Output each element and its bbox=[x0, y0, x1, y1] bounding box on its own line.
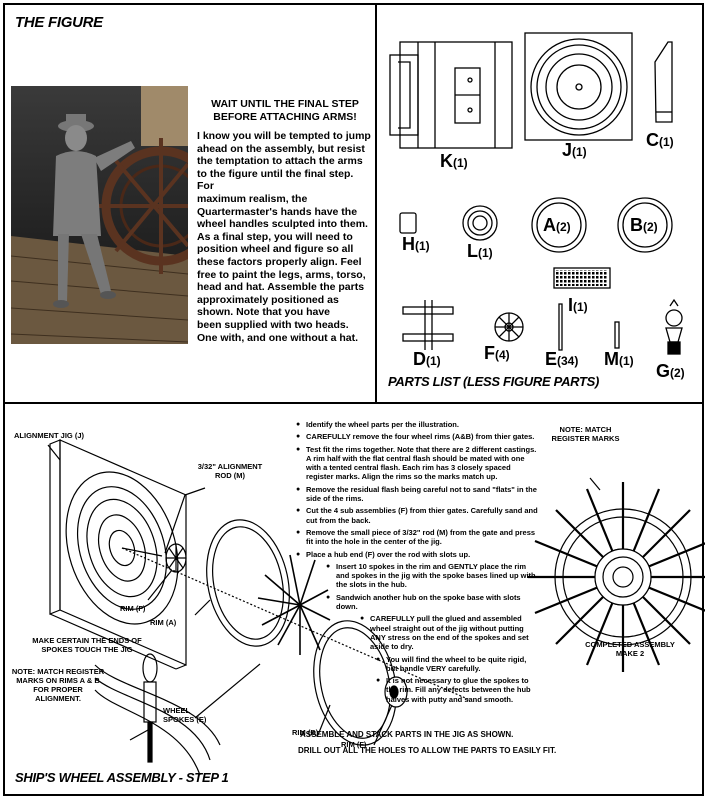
part-label-k: K(1) bbox=[440, 151, 468, 171]
parts-list-title: PARTS LIST (LESS FIGURE PARTS) bbox=[388, 374, 600, 389]
page-border bbox=[3, 3, 704, 796]
label-completed-assembly: COMPLETED ASSEMBLY MAKE 2 bbox=[585, 640, 675, 658]
label-note-register: NOTE: MATCH REGISTER MARKS bbox=[551, 425, 620, 443]
part-c-drawing bbox=[654, 41, 673, 123]
label-make-certain: MAKE CERTAIN THE ENDS OF SPOKES TOUCH TH… bbox=[32, 636, 142, 654]
footer-note-1: ASSEMBLE AND STACK PARTS IN THE JIG AS S… bbox=[300, 730, 514, 739]
step-item: It is not necessary to glue the spokes t… bbox=[376, 676, 540, 704]
part-j-drawing bbox=[524, 32, 633, 141]
label-rim-f-top: RIM (F) bbox=[120, 604, 146, 613]
instruction-line: position wheel and figure so all bbox=[197, 243, 354, 256]
instruction-line: been supplied with two heads. bbox=[197, 318, 349, 331]
instruction-line: head and hat. Assemble the parts bbox=[197, 281, 365, 294]
instruction-line: As a final step, you will need to bbox=[197, 230, 353, 243]
instruction-line: I know you will be tempted to jump bbox=[197, 130, 371, 142]
step-item: Test fit the rims together. Note that th… bbox=[296, 445, 540, 482]
part-g-drawing bbox=[665, 298, 683, 355]
part-b-drawing bbox=[617, 197, 673, 253]
instruction-line: approximately positioned as bbox=[197, 293, 339, 306]
horizontal-divider bbox=[3, 402, 704, 404]
part-label-f: F(4) bbox=[484, 343, 510, 363]
figure-instructions: I know you will be tempted to jump ahead… bbox=[197, 130, 373, 344]
instruction-line: to the figure until the final step. For bbox=[197, 167, 354, 193]
label-rim-a: RIM (A) bbox=[150, 618, 177, 627]
step-item: CAREFULLY pull the glued and assembled w… bbox=[360, 614, 540, 651]
part-l-drawing bbox=[462, 205, 498, 241]
step-item: Remove the residual flash being careful … bbox=[296, 485, 540, 504]
part-h-drawing bbox=[399, 212, 417, 234]
label-alignment-jig: ALIGNMENT JIG (J) bbox=[14, 431, 85, 440]
step-item: Place a hub end (F) over the rod with sl… bbox=[296, 550, 540, 560]
step-item: You will find the wheel to be quite rigi… bbox=[376, 655, 540, 674]
part-label-i: I(1) bbox=[568, 295, 588, 315]
instruction-line: One with, and one without a hat. bbox=[197, 331, 358, 344]
instruction-line: the temptation to attach the arms bbox=[197, 155, 363, 168]
figure-photo bbox=[11, 86, 188, 344]
instruction-line: these factors properly align. Feel bbox=[197, 255, 362, 268]
assembly-drawings bbox=[47, 439, 705, 776]
assembly-section-title: SHIP'S WHEEL ASSEMBLY - STEP 1 bbox=[15, 770, 229, 785]
step-item: CAREFULLY remove the four wheel rims (A&… bbox=[296, 432, 540, 442]
step-item: Sandwich another hub on the spoke base w… bbox=[326, 593, 540, 612]
part-label-b: B(2) bbox=[630, 215, 658, 235]
part-label-c: C(1) bbox=[646, 130, 674, 150]
part-k-drawing bbox=[389, 41, 513, 149]
label-wheel-spokes: WHEEL SPOKES (E) bbox=[163, 706, 207, 724]
step-item: Remove the small piece of 3/32" rod (M) … bbox=[296, 528, 540, 547]
step-item: Cut the 4 sub assemblies (F) from thier … bbox=[296, 506, 540, 525]
step-item: Insert 10 spokes in the rim and GENTLY p… bbox=[326, 562, 540, 590]
label-note-rims: NOTE: MATCH REGISTER MARKS ON RIMS A & B… bbox=[11, 667, 105, 703]
parts-drawings bbox=[389, 32, 683, 355]
instruction-line: wheel handles sculpted into them. bbox=[197, 218, 368, 231]
part-i-drawing bbox=[553, 267, 611, 289]
part-label-g: G(2) bbox=[656, 361, 685, 381]
instruction-line: ahead on the assembly, but resist bbox=[197, 142, 365, 155]
footer-note-2: DRILL OUT ALL THE HOLES TO ALLOW THE PAR… bbox=[298, 746, 557, 755]
assembly-steps: Identify the wheel parts per the illustr… bbox=[296, 420, 540, 707]
instruction-line: shown. Note that you have bbox=[197, 306, 331, 319]
part-label-j: J(1) bbox=[562, 140, 587, 160]
part-m-drawing bbox=[614, 321, 620, 349]
label-rim-b: RIM (B) bbox=[292, 728, 319, 737]
part-a-drawing bbox=[531, 197, 587, 253]
instruction-line: maximum realism, the bbox=[197, 192, 308, 205]
figure-section-title: THE FIGURE bbox=[15, 14, 103, 31]
instruction-line: free to paint the legs, arms, torso, bbox=[197, 268, 366, 281]
vertical-divider bbox=[375, 3, 377, 403]
instruction-line: Quartermaster's hands have the bbox=[197, 205, 358, 218]
part-label-h: H(1) bbox=[402, 234, 430, 254]
part-e-drawing bbox=[558, 303, 563, 351]
part-d-drawing bbox=[402, 300, 454, 350]
part-label-e: E(34) bbox=[545, 349, 579, 369]
label-alignment-rod: 3/32" ALIGNMENT ROD (M) bbox=[197, 462, 263, 480]
warning-text: WAIT UNTIL THE FINAL STEP BEFORE ATTACHI… bbox=[211, 98, 359, 123]
part-label-m: M(1) bbox=[604, 349, 634, 369]
part-label-l: L(1) bbox=[467, 241, 493, 261]
step-item: Identify the wheel parts per the illustr… bbox=[296, 420, 540, 430]
part-label-a: A(2) bbox=[543, 215, 571, 235]
label-rim-f-bottom: RIM (F) bbox=[341, 740, 367, 749]
part-label-d: D(1) bbox=[413, 349, 441, 369]
